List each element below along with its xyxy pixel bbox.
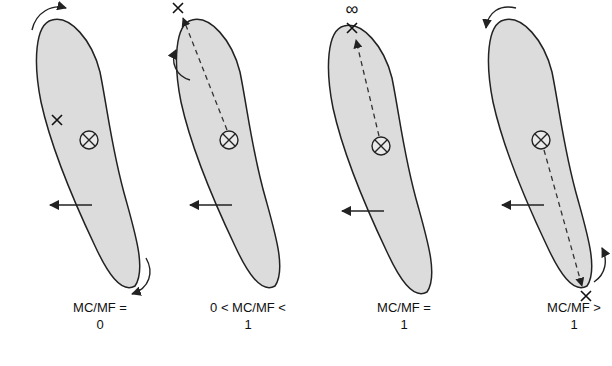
moment-ratio-label: 0 < MC/MF < 1: [209, 300, 287, 334]
tooth-outline: [328, 23, 431, 294]
tooth-outline: [173, 3, 280, 288]
moment-ratio-label: MC/MF = 1: [376, 300, 432, 334]
moment-ratio-label: MC/MF = 0: [72, 300, 128, 334]
moment-ratio-label: MC/MF > 1: [546, 300, 602, 334]
tooth-outline: [486, 7, 605, 301]
tooth-outline: [32, 7, 150, 294]
infinity-mark: ∞: [340, 0, 364, 18]
